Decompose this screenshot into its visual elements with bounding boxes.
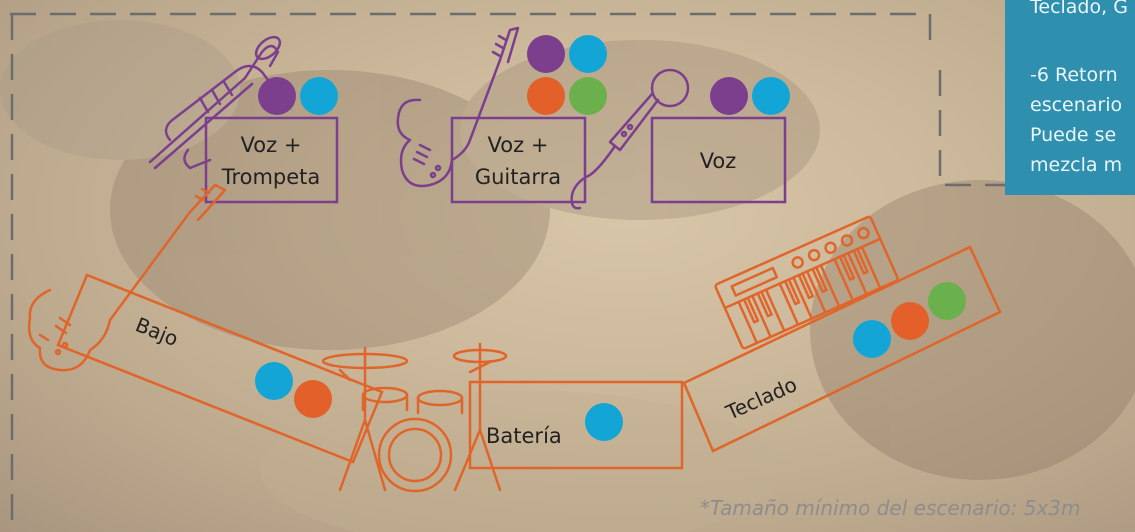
info-panel: Teclado, G -6 Retorn escenario Puede se … xyxy=(1005,0,1135,195)
mic-box xyxy=(650,116,787,204)
keyboard-position: Teclado xyxy=(682,215,1002,453)
bass-label: Bajo xyxy=(132,312,182,351)
drums-label: Batería xyxy=(486,424,562,448)
monitor-dot-orange xyxy=(527,77,565,115)
mic-position: Voz xyxy=(570,68,790,210)
bass-box xyxy=(56,273,384,464)
drum-kit-icon xyxy=(321,342,508,493)
monitor-dot-blue xyxy=(300,77,338,115)
monitor-dot-orange xyxy=(891,302,929,340)
info-line: escenario xyxy=(1030,94,1123,116)
monitor-dot-blue xyxy=(569,35,607,73)
mic-label: Voz xyxy=(700,149,737,173)
trumpet-label-line2: Trompeta xyxy=(221,165,321,189)
monitor-dot-purple xyxy=(258,77,296,115)
monitor-dot-green xyxy=(569,77,607,115)
drums-box xyxy=(468,380,684,470)
trumpet-label-line1: Voz + xyxy=(241,133,302,157)
info-line: Puede se xyxy=(1030,124,1117,146)
guitar-position: Voz + Guitarra xyxy=(396,26,607,204)
trumpet-position: Voz + Trompeta xyxy=(148,35,339,204)
info-line: mezcla m xyxy=(1030,154,1123,176)
monitor-dot-blue xyxy=(752,77,790,115)
background-photo xyxy=(0,20,1135,532)
keyboard-box xyxy=(682,245,1002,453)
info-line: -6 Retorn xyxy=(1030,64,1118,86)
synthesizer-icon xyxy=(714,215,899,350)
keyboard-label: Teclado xyxy=(721,372,800,425)
monitor-dot-blue xyxy=(853,320,891,358)
monitor-dot-blue xyxy=(255,362,293,400)
drums-position: Batería xyxy=(321,342,684,493)
trumpet-box xyxy=(204,116,339,204)
monitor-dot-green xyxy=(928,282,966,320)
guitar-label-line2: Guitarra xyxy=(475,165,561,189)
guitar-box xyxy=(450,116,587,204)
monitor-dot-blue xyxy=(585,403,623,441)
monitor-dot-purple xyxy=(527,35,565,73)
trumpet-icon xyxy=(148,35,282,170)
guitar-label-line1: Voz + xyxy=(488,133,549,157)
monitor-dot-orange xyxy=(294,380,332,418)
monitor-dot-purple xyxy=(710,77,748,115)
microphone-icon xyxy=(570,68,690,210)
stage-size-note: *Tamaño mínimo del escenario: 5x3m xyxy=(700,496,1081,520)
info-line: Teclado, G xyxy=(1030,0,1128,18)
